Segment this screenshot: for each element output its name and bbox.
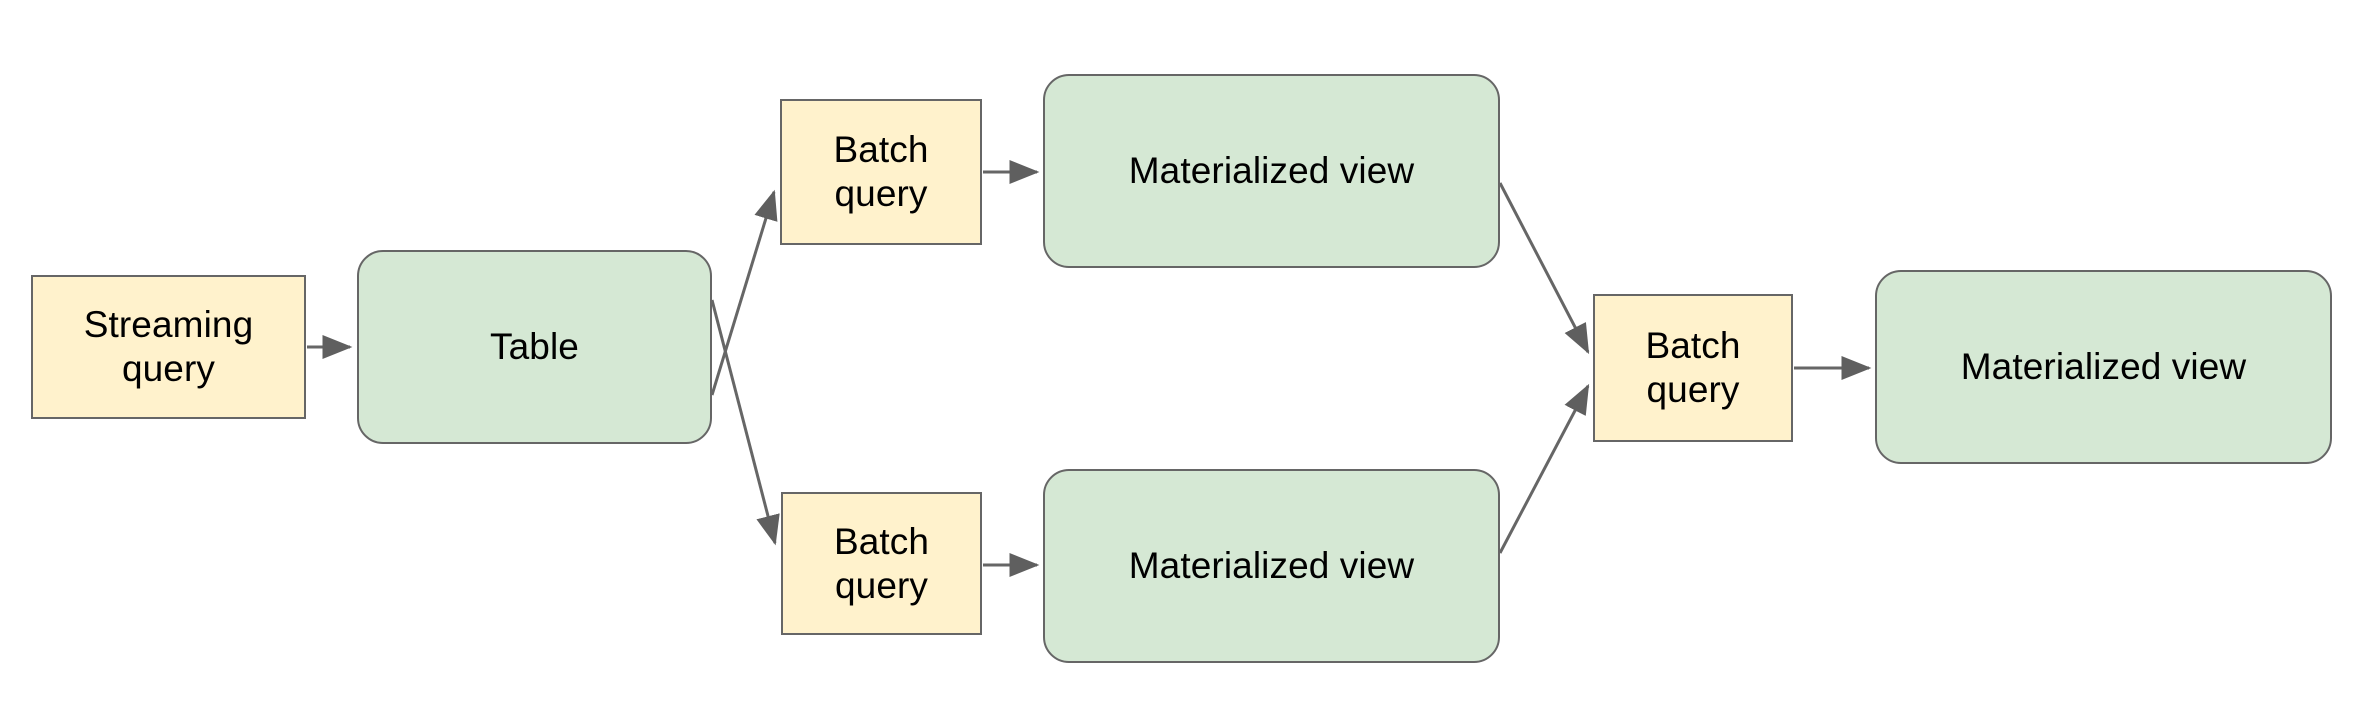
node-batch-query-top-label: Batch query [833,129,929,214]
node-batch-query-join[interactable]: Batch query [1593,294,1793,442]
node-materialized-view-final-label: Materialized view [1960,346,2247,388]
node-table[interactable]: Table [357,250,712,444]
edge-table-to-batch-query-bottom [710,299,780,546]
node-table-label: Table [490,326,579,368]
node-materialized-view-bottom-label: Materialized view [1128,545,1415,587]
edge-materialized-view-bottom-to-batch-query-join [1498,383,1590,554]
edge-materialized-view-top-to-batch-query-join [1498,182,1590,355]
node-batch-query-top[interactable]: Batch query [780,99,982,245]
node-batch-query-bottom-label: Batch query [833,520,930,606]
node-streaming-query[interactable]: Streaming query [31,275,306,419]
node-materialized-view-bottom[interactable]: Materialized view [1043,469,1500,663]
node-materialized-view-final[interactable]: Materialized view [1875,270,2332,464]
node-materialized-view-top-label: Materialized view [1128,150,1415,192]
edge-table-to-batch-query-top [710,189,778,396]
node-materialized-view-top[interactable]: Materialized view [1043,74,1500,268]
node-batch-query-join-label: Batch query [1645,325,1741,410]
node-streaming-query-label: Streaming query [83,304,254,389]
node-batch-query-bottom[interactable]: Batch query [781,492,982,635]
